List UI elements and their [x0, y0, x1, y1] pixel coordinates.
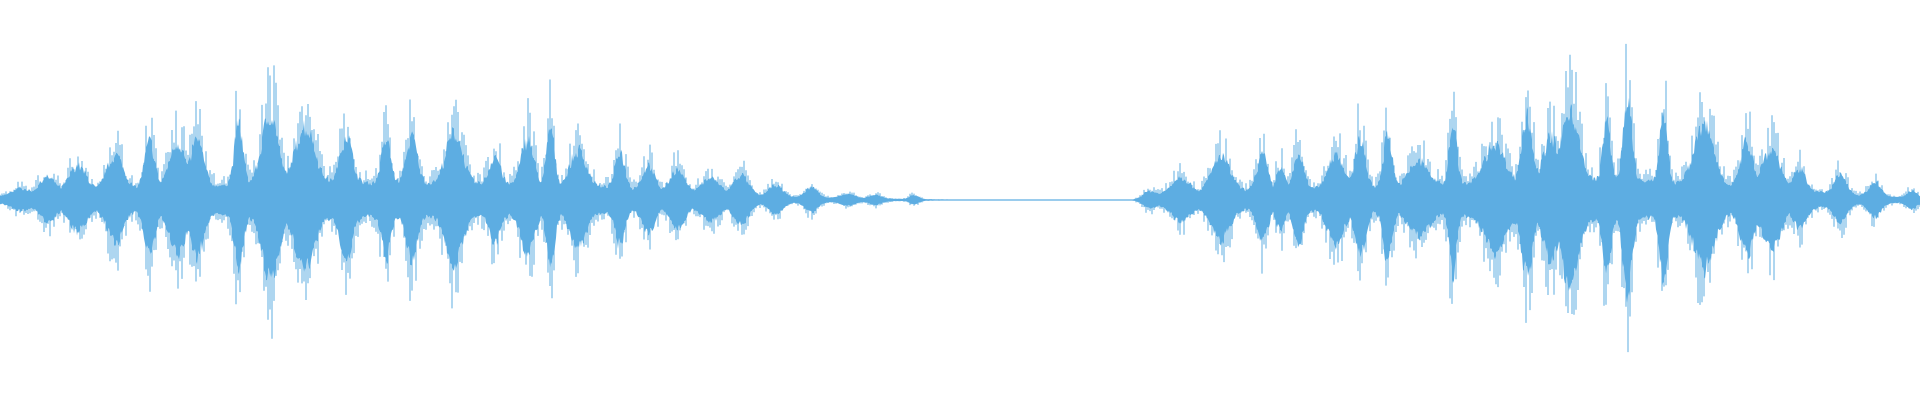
waveform-trace — [0, 43, 1920, 353]
waveform-transients — [0, 43, 1920, 353]
